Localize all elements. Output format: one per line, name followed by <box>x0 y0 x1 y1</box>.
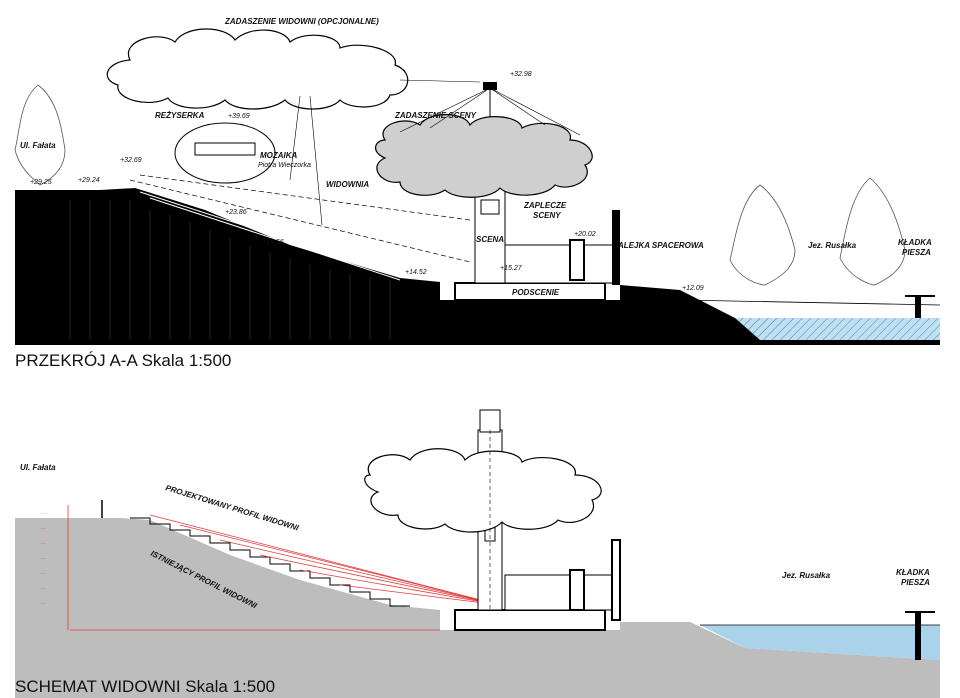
label-footbridge-1-b: KŁADKA <box>896 568 930 577</box>
label-footbridge-2-b: PIESZA <box>901 578 930 587</box>
section-a-pile-lines <box>69 200 391 340</box>
label-designed-profile: PROJEKTOWANY PROFIL WIDOWNI <box>164 483 300 532</box>
backstage-wall-b <box>569 569 585 611</box>
label-understage: PODSCENIE <box>512 288 560 297</box>
elevation-promenade: +12.09 <box>682 285 704 292</box>
label-lake-b: Jez. Rusałka <box>782 571 831 580</box>
red-sight-lines <box>67 505 501 631</box>
backstage-block <box>504 244 614 284</box>
footbridge-post-b <box>915 612 921 660</box>
label-mosaic-1: MOZAIKA <box>260 151 298 160</box>
label-roof-audience: ZADASZENIE WIDOWNI (OPCJONALNE) <box>224 17 379 26</box>
section-a-ground <box>15 188 940 345</box>
elevation-bottom: +14.52 <box>405 269 427 276</box>
svg-text:·····: ····· <box>40 526 47 531</box>
promenade-line <box>679 299 941 306</box>
label-mosaic-2: Piotra Wieczorka <box>258 162 311 169</box>
footbridge-post <box>915 296 921 338</box>
understage-box-b <box>454 609 606 631</box>
label-street-b: Ul. Fałata <box>20 463 56 472</box>
stage-roof-cloud-b <box>364 448 602 533</box>
elevation-stage: +15.27 <box>500 265 523 272</box>
label-audience: WIDOWNIA <box>326 180 369 189</box>
label-footbridge-2-a: PIESZA <box>902 248 931 257</box>
label-roof-stage: ZADASZENIE SCENY <box>394 111 477 120</box>
backstage-chimney-b <box>611 539 621 621</box>
lake-water-a <box>735 318 940 340</box>
section-b-title: SCHEMAT WIDOWNI Skala 1:500 <box>15 677 275 696</box>
svg-text:·····: ····· <box>40 556 47 561</box>
mosaic-panel <box>194 142 256 156</box>
stage-roof-cloud <box>375 113 593 198</box>
elevation-marks: +32.98 +39.69 +32.69 +29.25 +29.24 +23.8… <box>30 71 704 292</box>
label-director-booth: REŻYSERKA <box>155 111 205 120</box>
elevation-plaza: +29.24 <box>78 177 100 184</box>
elevation-backstage: +20.02 <box>574 231 596 238</box>
svg-text:·····: ····· <box>40 541 47 546</box>
label-footbridge-1-a: KŁADKA <box>898 238 932 247</box>
sight-lines <box>129 174 471 263</box>
label-backstage-2: SCENY <box>533 211 561 220</box>
elevation-top: +32.69 <box>120 157 142 164</box>
elevation-tower: +32.98 <box>510 71 532 78</box>
tree-right <box>839 177 906 286</box>
section-a-title: PRZEKRÓJ A-A Skala 1:500 <box>15 351 231 370</box>
backstage-chimney <box>612 210 620 285</box>
section-b: ····· ····· ····· ····· ····· ····· ····… <box>15 409 940 698</box>
svg-text:·····: ····· <box>40 511 47 516</box>
tree-left <box>14 84 66 186</box>
tower-top-b <box>479 409 501 433</box>
tower-window <box>480 199 500 215</box>
backstage-block-b <box>504 574 614 611</box>
audience-roof-cloud <box>106 28 409 110</box>
label-stage: SCENA <box>476 235 504 244</box>
section-a-seating <box>139 185 401 281</box>
lake-water-b <box>700 625 940 660</box>
elevation-booth: +39.69 <box>228 113 250 120</box>
svg-text:·····: ····· <box>40 601 47 606</box>
label-backstage-1: ZAPLECZE <box>523 201 567 210</box>
section-b-seating <box>130 517 410 607</box>
section-a: ZADASZENIE WIDOWNI (OPCJONALNE) REŻYSERK… <box>14 17 941 370</box>
label-street-a: Ul. Fałata <box>20 141 56 150</box>
red-dimension-marks: ····· ····· ····· ····· ····· ····· ····… <box>40 511 47 606</box>
elevation-mid-2: +19.56 <box>262 239 284 246</box>
section-b-ground <box>15 518 940 698</box>
label-lake-a: Jez. Rusałka <box>808 241 857 250</box>
elevation-mid-1: +23.86 <box>225 209 247 216</box>
label-promenade: ALEJKA SPACEROWA <box>617 241 704 250</box>
trees-a <box>14 84 906 286</box>
svg-text:·····: ····· <box>40 586 47 591</box>
svg-text:·····: ····· <box>40 571 47 576</box>
backstage-wall <box>569 239 585 281</box>
roof-cables <box>289 79 581 226</box>
tree-mid <box>729 184 796 286</box>
tower-cap <box>483 82 497 90</box>
elevation-street: +29.25 <box>30 179 52 186</box>
